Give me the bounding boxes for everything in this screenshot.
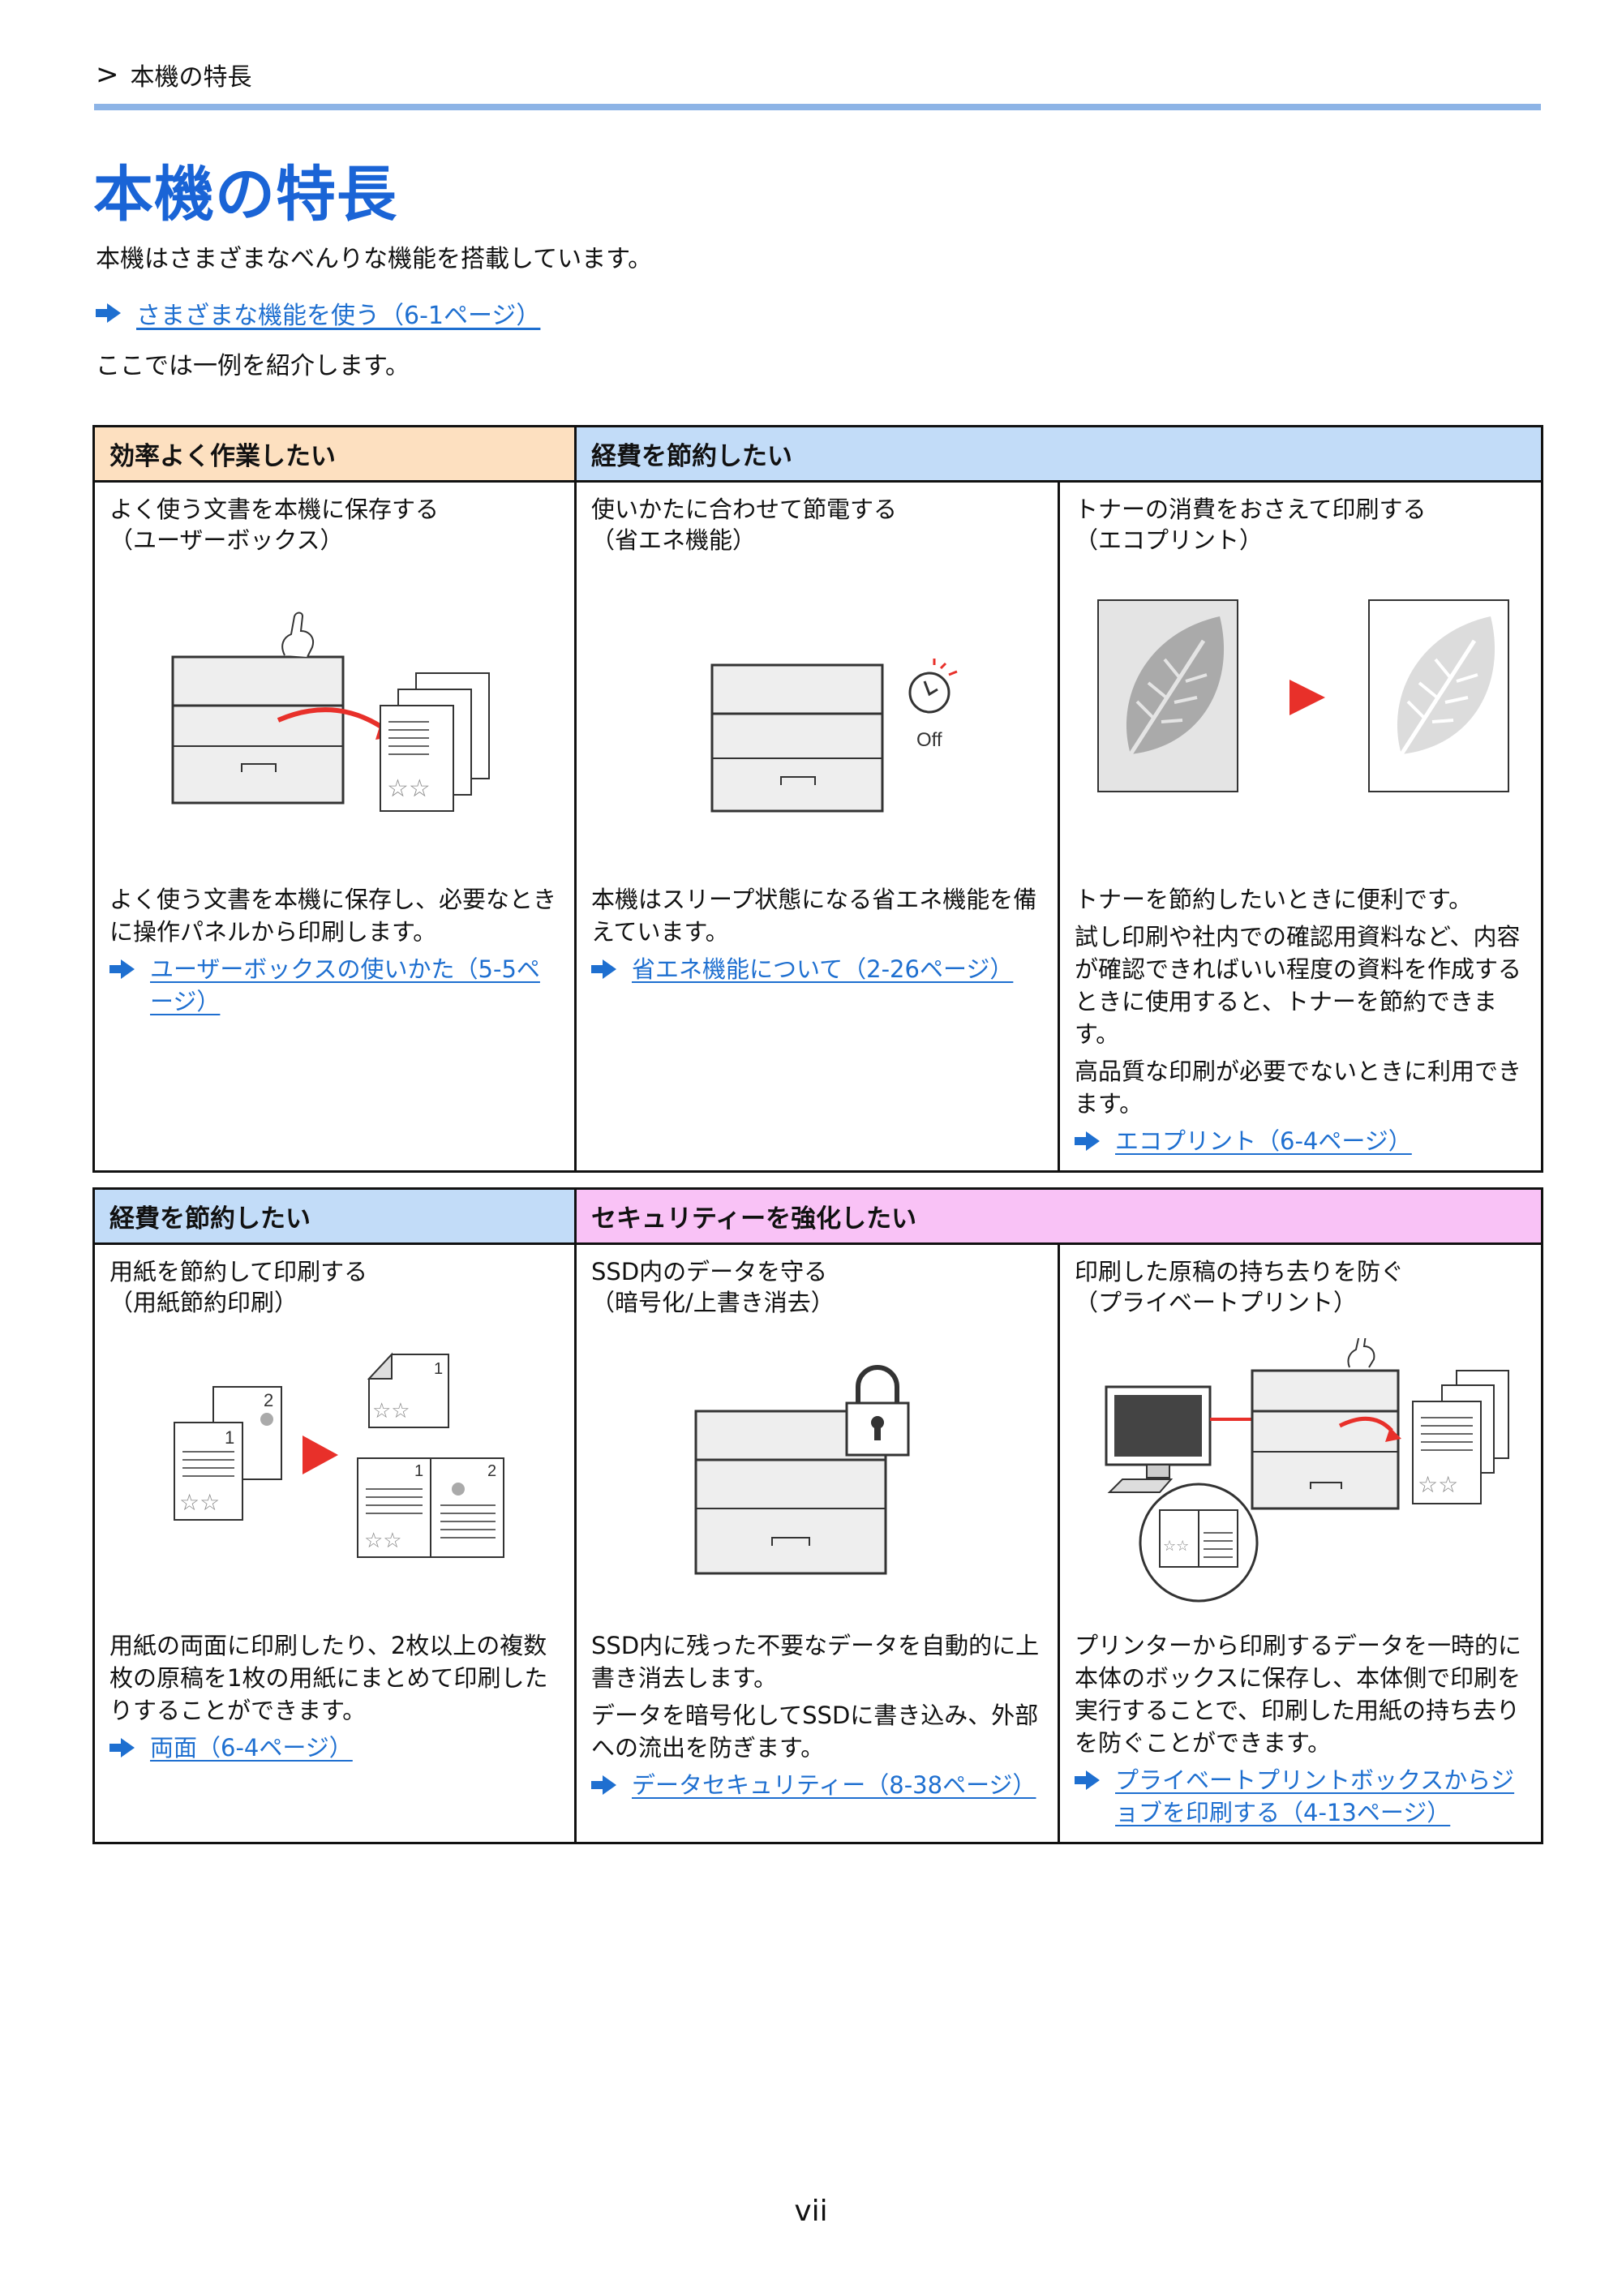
- cell-description: 試し印刷や社内での確認用資料など、内容が確認できればいい程度の資料を作成するとき…: [1075, 923, 1522, 1048]
- feature-cell-user-box: よく使う文書を本機に保存する （ユーザーボックス）: [92, 480, 577, 1173]
- arrow-right-icon: [1075, 1770, 1100, 1790]
- cell-description: よく使う文書を本機に保存し、必要なときに操作パネルから印刷します。: [109, 886, 557, 946]
- lock-icon: [845, 1365, 909, 1457]
- red-arrow-icon: [1289, 680, 1325, 715]
- feature-cell-private-print: 印刷した原稿の持ち去りを防ぐ （プライベートプリント）: [1057, 1242, 1544, 1844]
- cell-subtitle: （用紙節約印刷）: [109, 1289, 298, 1316]
- duplex-link-row[interactable]: 両面（6-4ページ）: [109, 1732, 560, 1764]
- chevron-right-icon: >: [96, 58, 119, 91]
- svg-text:1: 1: [414, 1462, 423, 1480]
- ecoprint-link[interactable]: エコプリント（6-4ページ）: [1115, 1127, 1412, 1155]
- page-title: 本機の特長: [93, 160, 397, 230]
- arrow-right-icon: [1075, 1131, 1100, 1151]
- cell-description: 本機はスリープ状態になる省エネ機能を備えています。: [591, 886, 1037, 946]
- breadcrumb: > 本機の特長: [96, 57, 252, 92]
- feature-cell-ecoprint: トナーの消費をおさえて印刷する （エコプリント） トナーを節約したいときに便利で…: [1058, 480, 1543, 1173]
- intro-link-row[interactable]: さまざまな機能を使う（6-1ページ）: [96, 295, 540, 331]
- red-arrow-icon: [302, 1436, 338, 1474]
- user-box-link-row[interactable]: ユーザーボックスの使いかた（5-5ページ）: [109, 953, 560, 1018]
- feature-cell-energy-saver: 使いかたに合わせて節電する （省エネ機能） Off 本機はスリー: [574, 480, 1060, 1173]
- cell-title: よく使う文書を本機に保存する: [109, 496, 440, 523]
- table2-header-cost: 経費を節約したい: [92, 1187, 577, 1245]
- arrow-right-icon: [96, 303, 121, 323]
- svg-text:2: 2: [264, 1390, 273, 1410]
- header-rule: [94, 104, 1541, 110]
- cell-title: 使いかたに合わせて節電する: [591, 496, 898, 523]
- arrow-right-icon: [591, 959, 616, 979]
- intro-link[interactable]: さまざまな機能を使う（6-1ページ）: [136, 302, 541, 330]
- paper-saving-illustration: 2 1 ☆☆ 1 ☆☆ 1 2 ☆☆: [109, 1318, 560, 1626]
- feature-cell-data-security: SSD内のデータを守る （暗号化/上書き消去） SSD内に: [574, 1242, 1060, 1844]
- intro-text-2: ここでは一例を紹介します。: [96, 352, 410, 380]
- arrow-right-icon: [109, 959, 135, 979]
- energy-saver-illustration: Off: [591, 556, 1043, 880]
- cell-subtitle: （省エネ機能）: [591, 526, 757, 554]
- svg-text:☆☆: ☆☆: [1163, 1538, 1189, 1555]
- breadcrumb-label: 本機の特長: [130, 63, 252, 92]
- page-number: vii: [794, 2195, 828, 2228]
- cell-title: トナーの消費をおさえて印刷する: [1075, 496, 1427, 523]
- energy-saver-link[interactable]: 省エネ機能について（2-26ページ）: [632, 955, 1014, 983]
- cell-title: 用紙を節約して印刷する: [109, 1258, 368, 1285]
- cell-subtitle: （ユーザーボックス）: [109, 526, 344, 554]
- cell-subtitle: （暗号化/上書き消去）: [591, 1289, 835, 1316]
- table1-header-cost: 経費を節約したい: [574, 425, 1543, 483]
- feature-table-1: 効率よく作業したい 経費を節約したい よく使う文書を本機に保存する （ユーザーボ…: [92, 425, 1543, 1173]
- data-security-illustration: [591, 1318, 1043, 1626]
- ecoprint-link-row[interactable]: エコプリント（6-4ページ）: [1075, 1125, 1526, 1157]
- cell-description: データを暗号化してSSDに書き込み、外部への流出を防ぎます。: [591, 1702, 1039, 1762]
- svg-text:1: 1: [225, 1427, 234, 1448]
- data-security-link-row[interactable]: データセキュリティー（8-38ページ）: [591, 1769, 1043, 1801]
- cell-title: 印刷した原稿の持ち去りを防ぐ: [1075, 1258, 1405, 1285]
- data-security-link[interactable]: データセキュリティー（8-38ページ）: [632, 1771, 1036, 1799]
- feature-table-2: 経費を節約したい セキュリティーを強化したい 用紙を節約して印刷する （用紙節約…: [92, 1187, 1544, 1844]
- off-label: Off: [916, 729, 942, 751]
- private-print-link-row[interactable]: プライベートプリントボックスからジョブを印刷する（4-13ページ）: [1075, 1764, 1526, 1829]
- cell-description: 用紙の両面に印刷したり、2枚以上の複数枚の原稿を1枚の用紙にまとめて印刷したりす…: [109, 1632, 548, 1724]
- svg-text:☆☆: ☆☆: [387, 775, 431, 803]
- cell-description: SSD内に残った不要なデータを自動的に上書き消去します。: [591, 1632, 1040, 1692]
- cell-title: SSD内のデータを守る: [591, 1258, 828, 1285]
- cell-subtitle: （プライベートプリント）: [1075, 1289, 1358, 1316]
- energy-saver-link-row[interactable]: 省エネ機能について（2-26ページ）: [591, 953, 1043, 985]
- user-box-link[interactable]: ユーザーボックスの使いかた（5-5ページ）: [150, 955, 540, 1015]
- timer-icon: [908, 659, 958, 714]
- intro-text: 本機はさまざまなべんりな機能を搭載しています。: [96, 245, 653, 273]
- table1-header-efficiency: 効率よく作業したい: [92, 425, 577, 483]
- private-print-illustration: ☆☆ ☆☆: [1075, 1318, 1526, 1626]
- ecoprint-illustration: [1075, 556, 1526, 880]
- svg-text:☆☆: ☆☆: [364, 1529, 402, 1553]
- cell-description: 高品質な印刷が必要でないときに利用できます。: [1075, 1058, 1522, 1118]
- duplex-link[interactable]: 両面（6-4ページ）: [150, 1734, 353, 1762]
- feature-cell-paper-saving: 用紙を節約して印刷する （用紙節約印刷） 2 1 ☆☆ 1 ☆☆: [92, 1242, 577, 1844]
- arrow-right-icon: [109, 1738, 135, 1757]
- user-box-illustration: ☆☆: [109, 556, 560, 880]
- svg-text:1: 1: [434, 1360, 443, 1378]
- private-print-link[interactable]: プライベートプリントボックスからジョブを印刷する（4-13ページ）: [1115, 1766, 1515, 1826]
- svg-text:2: 2: [487, 1462, 496, 1480]
- cell-description: プリンターから印刷するデータを一時的に本体のボックスに保存し、本体側で印刷を実行…: [1075, 1632, 1522, 1757]
- arrow-right-icon: [591, 1775, 616, 1795]
- svg-text:☆☆: ☆☆: [372, 1399, 410, 1423]
- cell-description: トナーを節約したいときに便利です。: [1075, 886, 1473, 913]
- svg-text:☆☆: ☆☆: [179, 1489, 220, 1516]
- cell-subtitle: （エコプリント）: [1075, 526, 1264, 554]
- table2-header-security: セキュリティーを強化したい: [573, 1187, 1544, 1245]
- svg-text:☆☆: ☆☆: [1418, 1471, 1458, 1498]
